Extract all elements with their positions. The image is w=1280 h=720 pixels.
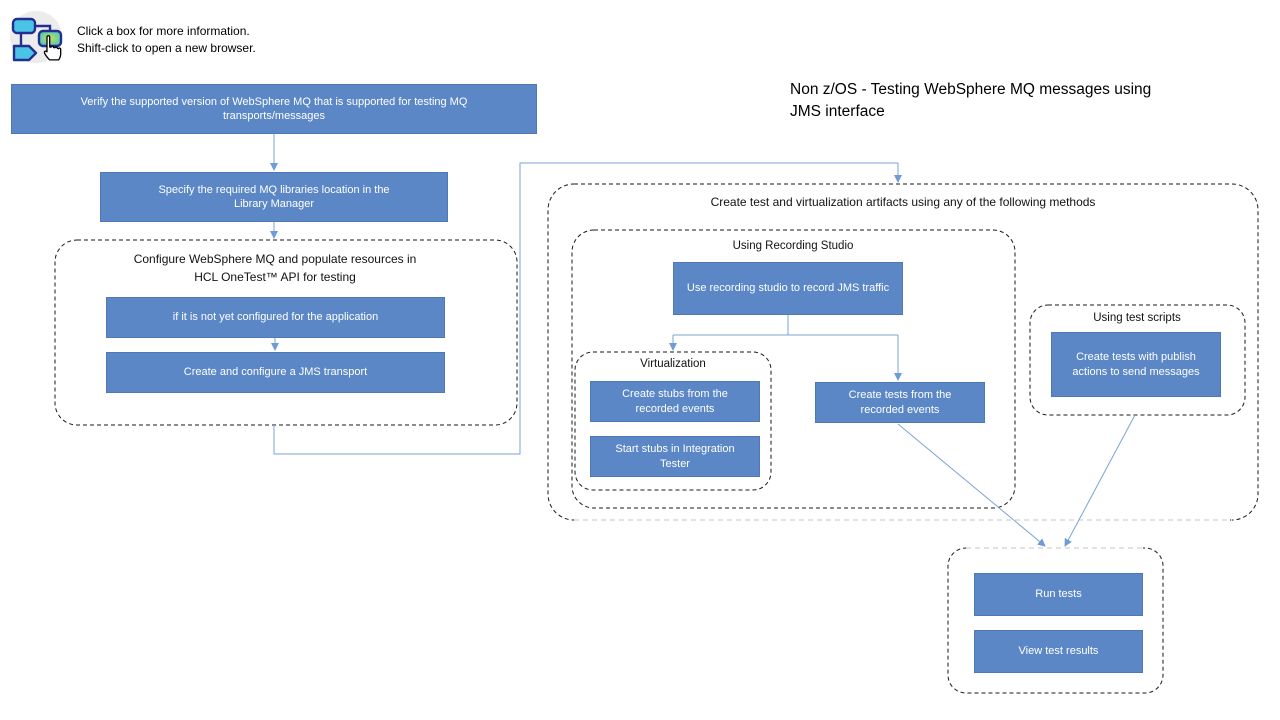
flow-box-label: Create stubs from the recorded events	[622, 388, 728, 415]
group-title-recording-studio: Using Recording Studio	[732, 240, 854, 252]
flow-box-label: Create tests from the recorded events	[848, 389, 952, 416]
group-title-configure: Configure WebSphere MQ and populate reso…	[133, 252, 417, 284]
flow-box-start-stubs[interactable]: Start stubs in Integration Tester	[590, 436, 760, 477]
flow-box-label: Use recording studio to record JMS traff…	[686, 282, 890, 295]
icon-hand-cursor	[43, 35, 62, 61]
page-title: Non z/OS - Testing WebSphere MQ messages…	[790, 81, 1152, 120]
flow-box-create-jms-transport[interactable]: Create and configure a JMS transport	[106, 352, 445, 393]
flow-box-label: Specify the required MQ libraries locati…	[158, 183, 390, 211]
flowchart-hand-icon	[10, 11, 63, 63]
flow-box-label: Start stubs in Integration Tester	[615, 443, 735, 470]
connector-tests-to-run	[897, 423, 1046, 547]
flow-box-create-stubs[interactable]: Create stubs from the recorded events	[590, 381, 760, 422]
instructions-line-2: Shift-click to open a new browser.	[77, 41, 256, 55]
flow-box-label: Run tests	[1035, 588, 1082, 601]
flow-box-create-tests-publish[interactable]: Create tests with publish actions to sen…	[1051, 332, 1221, 397]
flow-box-label: if it is not yet configured for the appl…	[172, 311, 379, 324]
flow-box-label: Create and configure a JMS transport	[183, 366, 368, 379]
group-title-test-scripts: Using test scripts	[1093, 312, 1181, 324]
flow-box-run-tests[interactable]: Run tests	[974, 573, 1143, 616]
flow-box-specify-libraries[interactable]: Specify the required MQ libraries locati…	[100, 172, 448, 222]
instructions-text: Click a box for more information. Shift-…	[77, 23, 256, 57]
instructions-line-1: Click a box for more information.	[77, 24, 250, 38]
flow-box-label: Create tests with publish actions to sen…	[1072, 351, 1200, 378]
icon-node-pentagon	[12, 44, 38, 62]
flow-box-label: View test results	[1018, 645, 1099, 658]
flow-box-label: Verify the supported version of WebSpher…	[80, 95, 468, 123]
connector-scripts-to-run	[1064, 414, 1136, 547]
flow-box-create-tests-recorded[interactable]: Create tests from the recorded events	[815, 382, 985, 423]
group-title-virtualization: Virtualization	[640, 358, 706, 370]
flow-box-use-recording-studio[interactable]: Use recording studio to record JMS traff…	[673, 262, 903, 315]
flow-box-view-test-results[interactable]: View test results	[974, 630, 1143, 673]
flow-box-not-yet-configured[interactable]: if it is not yet configured for the appl…	[106, 297, 445, 338]
icon-node-rect	[11, 17, 37, 35]
flow-box-verify-version[interactable]: Verify the supported version of WebSpher…	[11, 84, 537, 134]
group-title-artifacts: Create test and virtualization artifacts…	[710, 195, 1096, 209]
